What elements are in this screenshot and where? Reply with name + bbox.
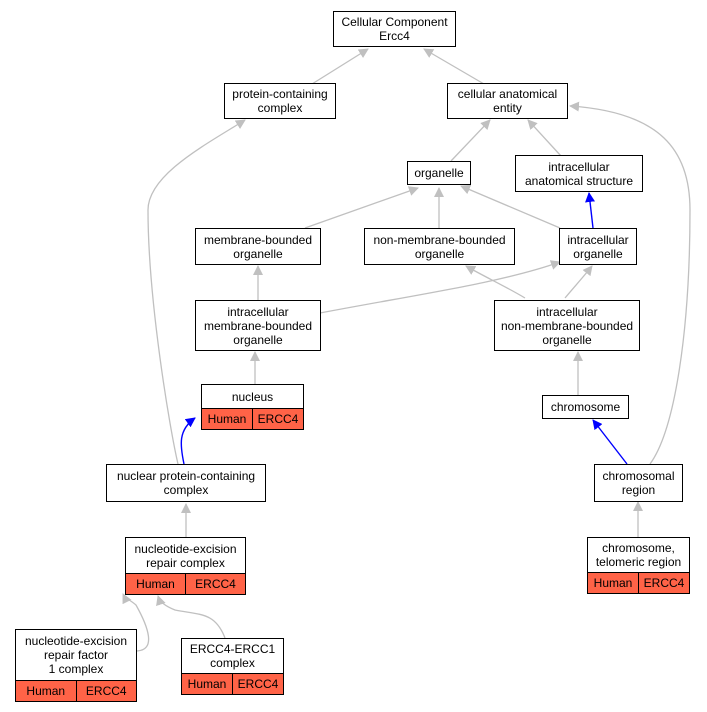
- node-label: chromosome, telomeric region: [595, 541, 682, 569]
- node-label: chromosomal region: [602, 469, 675, 497]
- species-cell[interactable]: Human: [182, 674, 232, 694]
- edge-intracellular-structure-to-anatomical-entity: [527, 119, 562, 157]
- node-label: nucleotide-excision repair complex: [134, 541, 237, 570]
- node-label: intracellular non-membrane-bounded organ…: [500, 304, 634, 347]
- edge-non-membrane-bounded-to-intracellular-nmbo: [465, 265, 526, 299]
- gene-cell[interactable]: ERCC4: [638, 573, 689, 593]
- edge-intracellular-organelle-to-intracellular-nmbo: [564, 265, 593, 299]
- edge-nucleus-to-nuclear-complex: [180, 417, 196, 465]
- node-chromosome[interactable]: chromosome: [542, 395, 629, 419]
- ortholog-row: Human ERCC4: [588, 572, 689, 593]
- node-chromosomal-region[interactable]: chromosomal region: [594, 464, 683, 502]
- node-intracellular-non-membrane-bounded-organelle[interactable]: intracellular non-membrane-bounded organ…: [494, 300, 640, 351]
- node-intracellular-anatomical-structure[interactable]: intracellular anatomical structure: [515, 155, 643, 192]
- node-chromosome-telomeric-region[interactable]: chromosome, telomeric region Human ERCC4: [587, 537, 690, 594]
- edge-anatomical-entity-to-chromosomal-region: [569, 101, 691, 465]
- edge-protein-complex-to-root: [311, 48, 369, 85]
- node-label: Cellular Component Ercc4: [341, 15, 448, 43]
- edge-organelle-to-anatomical-entity: [450, 119, 491, 162]
- node-label: nucleus: [231, 389, 274, 404]
- node-protein-containing-complex[interactable]: protein-containing complex: [224, 83, 336, 119]
- gene-cell[interactable]: ERCC4: [252, 409, 303, 429]
- ortholog-row: Human ERCC4: [182, 673, 283, 694]
- node-label: protein-containing complex: [232, 87, 328, 115]
- node-intracellular-organelle[interactable]: intracellular organelle: [559, 228, 637, 265]
- node-label: intracellular anatomical structure: [524, 159, 634, 188]
- node-non-membrane-bounded-organelle[interactable]: non-membrane-bounded organelle: [364, 228, 515, 265]
- node-label: chromosome: [550, 400, 621, 414]
- node-label: nuclear protein-containing complex: [116, 469, 256, 497]
- species-cell[interactable]: Human: [588, 573, 638, 593]
- gene-cell[interactable]: ERCC4: [232, 674, 283, 694]
- node-label: nucleotide-excision repair factor 1 comp…: [24, 634, 128, 676]
- edge-organelle-to-intracellular-organelle: [460, 184, 561, 229]
- edge-ner-complex-to-ercc4-ercc1: [156, 595, 226, 639]
- gene-cell[interactable]: ERCC4: [185, 574, 245, 594]
- edge-intracellular-structure-to-intracellular-organelle: [585, 192, 595, 229]
- node-label: cellular anatomical entity: [457, 87, 558, 115]
- gene-cell[interactable]: ERCC4: [75, 681, 136, 701]
- ortholog-row: Human ERCC4: [202, 408, 303, 429]
- species-cell[interactable]: Human: [16, 681, 76, 701]
- species-cell[interactable]: Human: [202, 409, 252, 429]
- node-intracellular-membrane-bounded-organelle[interactable]: intracellular membrane-bounded organelle: [195, 300, 321, 351]
- node-label: membrane-bounded organelle: [203, 232, 313, 261]
- node-label: non-membrane-bounded organelle: [373, 232, 506, 261]
- ortholog-row: Human ERCC4: [126, 573, 245, 594]
- node-label: organelle: [414, 166, 464, 180]
- node-label: intracellular membrane-bounded organelle: [203, 304, 313, 347]
- node-organelle[interactable]: organelle: [407, 161, 471, 185]
- ortholog-row: Human ERCC4: [16, 680, 136, 701]
- node-nuclear-protein-containing-complex[interactable]: nuclear protein-containing complex: [106, 464, 266, 502]
- species-cell[interactable]: Human: [126, 574, 185, 594]
- node-ercc4-ercc1-complex[interactable]: ERCC4-ERCC1 complex Human ERCC4: [181, 638, 284, 695]
- edge-intracellular-organelle-to-intracellular-mbo: [319, 260, 561, 314]
- node-nucleus[interactable]: nucleus Human ERCC4: [201, 384, 304, 430]
- edge-ner-complex-to-nef1-complex: [122, 593, 150, 652]
- edge-anatomical-entity-to-root: [423, 48, 485, 85]
- node-label: ERCC4-ERCC1 complex: [189, 642, 276, 670]
- node-membrane-bounded-organelle[interactable]: membrane-bounded organelle: [195, 228, 321, 265]
- node-cellular-anatomical-entity[interactable]: cellular anatomical entity: [447, 83, 568, 119]
- node-nucleotide-excision-repair-factor-1-complex[interactable]: nucleotide-excision repair factor 1 comp…: [15, 629, 137, 702]
- edge-chromosome-to-chromosomal-region: [592, 419, 628, 465]
- node-label: intracellular organelle: [567, 232, 629, 261]
- edge-organelle-to-membrane-bounded: [304, 186, 419, 229]
- node-nucleotide-excision-repair-complex[interactable]: nucleotide-excision repair complex Human…: [125, 537, 246, 595]
- edge-protein-complex-to-nuclear-complex: [147, 119, 246, 465]
- node-cellular-component-ercc4[interactable]: Cellular Component Ercc4: [333, 11, 456, 47]
